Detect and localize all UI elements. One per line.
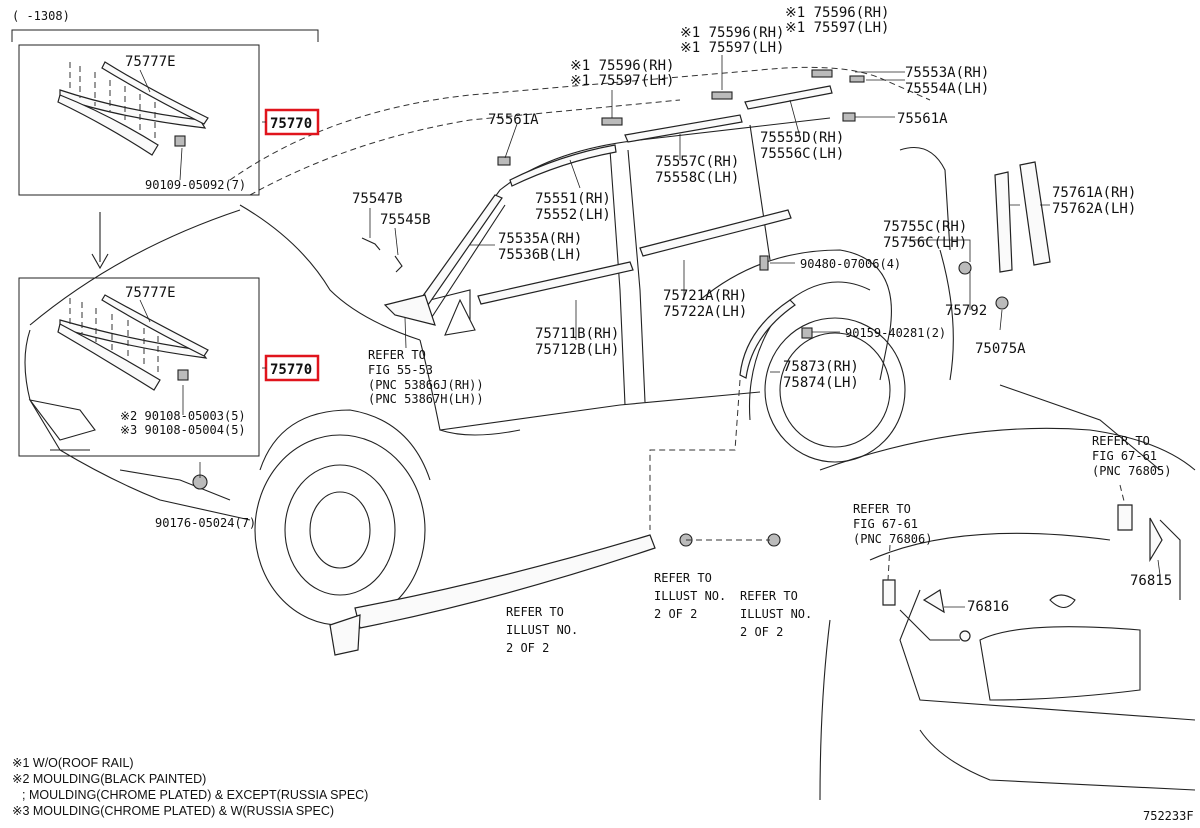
callout-76816[interactable]: 76816	[967, 599, 1009, 615]
callout-75874[interactable]: 75874(LH)	[783, 375, 859, 391]
refer-illust-b-line3[interactable]: 2 OF 2	[654, 607, 697, 621]
callout-75545b[interactable]: 75545B	[380, 212, 431, 228]
callout-75770-upper[interactable]: 75770	[270, 116, 312, 132]
callout-75554a[interactable]: 75554A(LH)	[905, 81, 989, 97]
callout-75561a-left[interactable]: 75561A	[488, 112, 539, 128]
refer-fig67b-line3: (PNC 76806)	[853, 532, 932, 546]
refer-fig67b-line1[interactable]: REFER TO	[853, 502, 911, 516]
refer-illust-a-line3[interactable]: 2 OF 2	[506, 641, 549, 655]
callout-90109[interactable]: 90109-05092(7)	[145, 178, 246, 192]
refer-fig67a-line3: (PNC 76805)	[1092, 464, 1171, 478]
callout-75762a[interactable]: 75762A(LH)	[1052, 201, 1136, 217]
callout-75722a[interactable]: 75722A(LH)	[663, 304, 747, 320]
leader-lines	[139, 55, 1161, 608]
callout-75770-lower[interactable]: 75770	[270, 362, 312, 378]
callout-75721a[interactable]: 75721A(RH)	[663, 288, 747, 304]
refer-fig55-line3: (PNC 53866J(RH))	[368, 378, 484, 392]
refer-fig67b-line2[interactable]: FIG 67-61	[853, 517, 918, 531]
callout-90176[interactable]: 90176-05024(7)	[155, 516, 256, 530]
detail-box-lower	[18, 277, 260, 457]
detail-box-upper	[18, 44, 260, 196]
callout-75597-right[interactable]: ※1 75597(LH)	[785, 20, 889, 36]
callout-75597-mid[interactable]: ※1 75597(LH)	[570, 73, 674, 89]
range-bracket	[11, 29, 319, 42]
footnote-2-cont: ; MOULDING(CHROME PLATED) & EXCEPT(RUSSI…	[22, 788, 368, 802]
callout-75552[interactable]: 75552(LH)	[535, 207, 611, 223]
callout-90108-2[interactable]: ※2 90108-05003(5)	[120, 409, 246, 423]
refer-fig55-line4: (PNC 53867H(LH))	[368, 392, 484, 406]
callout-75712b[interactable]: 75712B(LH)	[535, 342, 619, 358]
footnote-3: ※3 MOULDING(CHROME PLATED) & W(RUSSIA SP…	[12, 804, 334, 818]
callout-76815[interactable]: 76815	[1130, 573, 1172, 589]
callout-75553a[interactable]: 75553A(RH)	[905, 65, 989, 81]
arrow-down-icon	[91, 253, 109, 270]
callout-75596-top[interactable]: ※1 75596(RH)	[680, 25, 784, 41]
moulding-upper	[57, 61, 209, 156]
footnote-2: ※2 MOULDING(BLACK PAINTED)	[12, 772, 206, 786]
footnotes: ※1 W/O(ROOF RAIL) ※2 MOULDING(BLACK PAIN…	[12, 756, 368, 818]
refer-illust-c-line1[interactable]: REFER TO	[740, 589, 798, 603]
part-labels: 75770 75770 75777E 75777E 90109-05092(7)…	[120, 5, 1172, 615]
moulding-lower	[28, 294, 209, 451]
callout-75075a[interactable]: 75075A	[975, 341, 1026, 357]
callout-75556c[interactable]: 75556C(LH)	[760, 146, 844, 162]
callout-75535a[interactable]: 75535A(RH)	[498, 231, 582, 247]
callout-75596-right[interactable]: ※1 75596(RH)	[785, 5, 889, 21]
callout-90159[interactable]: 90159-40281(2)	[845, 326, 946, 340]
callout-75597-top[interactable]: ※1 75597(LH)	[680, 40, 784, 56]
refer-labels: REFER TO FIG 55-53 (PNC 53866J(RH)) (PNC…	[368, 348, 1171, 655]
highlight-75770-lower	[264, 354, 320, 382]
footnote-1: ※1 W/O(ROOF RAIL)	[12, 756, 134, 770]
refer-illust-b-line2[interactable]: ILLUST NO.	[654, 589, 726, 603]
refer-fig55-line1[interactable]: REFER TO	[368, 348, 426, 362]
diagram-id: 752233F	[1143, 809, 1194, 823]
refer-illust-b-line1[interactable]: REFER TO	[654, 571, 712, 585]
callout-75555d[interactable]: 75555D(RH)	[760, 130, 844, 146]
callout-75536b[interactable]: 75536B(LH)	[498, 247, 582, 263]
refer-illust-c-line3[interactable]: 2 OF 2	[740, 625, 783, 639]
refer-fig67a-line2[interactable]: FIG 67-61	[1092, 449, 1157, 463]
callout-90480[interactable]: 90480-07006(4)	[800, 257, 901, 271]
callout-75558c[interactable]: 75558C(LH)	[655, 170, 739, 186]
callout-75551[interactable]: 75551(RH)	[535, 191, 611, 207]
callout-75761a[interactable]: 75761A(RH)	[1052, 185, 1136, 201]
callout-75755c[interactable]: 75755C(RH)	[883, 219, 967, 235]
range-label: ( -1308)	[12, 9, 70, 23]
callout-75756c[interactable]: 75756C(LH)	[883, 235, 967, 251]
callout-75547b[interactable]: 75547B	[352, 191, 403, 207]
refer-illust-c-line2[interactable]: ILLUST NO.	[740, 607, 812, 621]
callout-75777e-upper[interactable]: 75777E	[125, 54, 176, 70]
callout-75557c[interactable]: 75557C(RH)	[655, 154, 739, 170]
refer-fig55-line2[interactable]: FIG 55-53	[368, 363, 433, 377]
refer-fig67a-line1[interactable]: REFER TO	[1092, 434, 1150, 448]
callout-75792[interactable]: 75792	[945, 303, 987, 319]
refer-illust-a-line1[interactable]: REFER TO	[506, 605, 564, 619]
callout-75873[interactable]: 75873(RH)	[783, 359, 859, 375]
callout-75596-mid[interactable]: ※1 75596(RH)	[570, 58, 674, 74]
callout-75711b[interactable]: 75711B(RH)	[535, 326, 619, 342]
refer-illust-a-line2[interactable]: ILLUST NO.	[506, 623, 578, 637]
callout-75561a-right[interactable]: 75561A	[897, 111, 948, 127]
callout-75777e-lower[interactable]: 75777E	[125, 285, 176, 301]
parts	[192, 69, 1163, 656]
callout-90108-3[interactable]: ※3 90108-05004(5)	[120, 423, 246, 437]
